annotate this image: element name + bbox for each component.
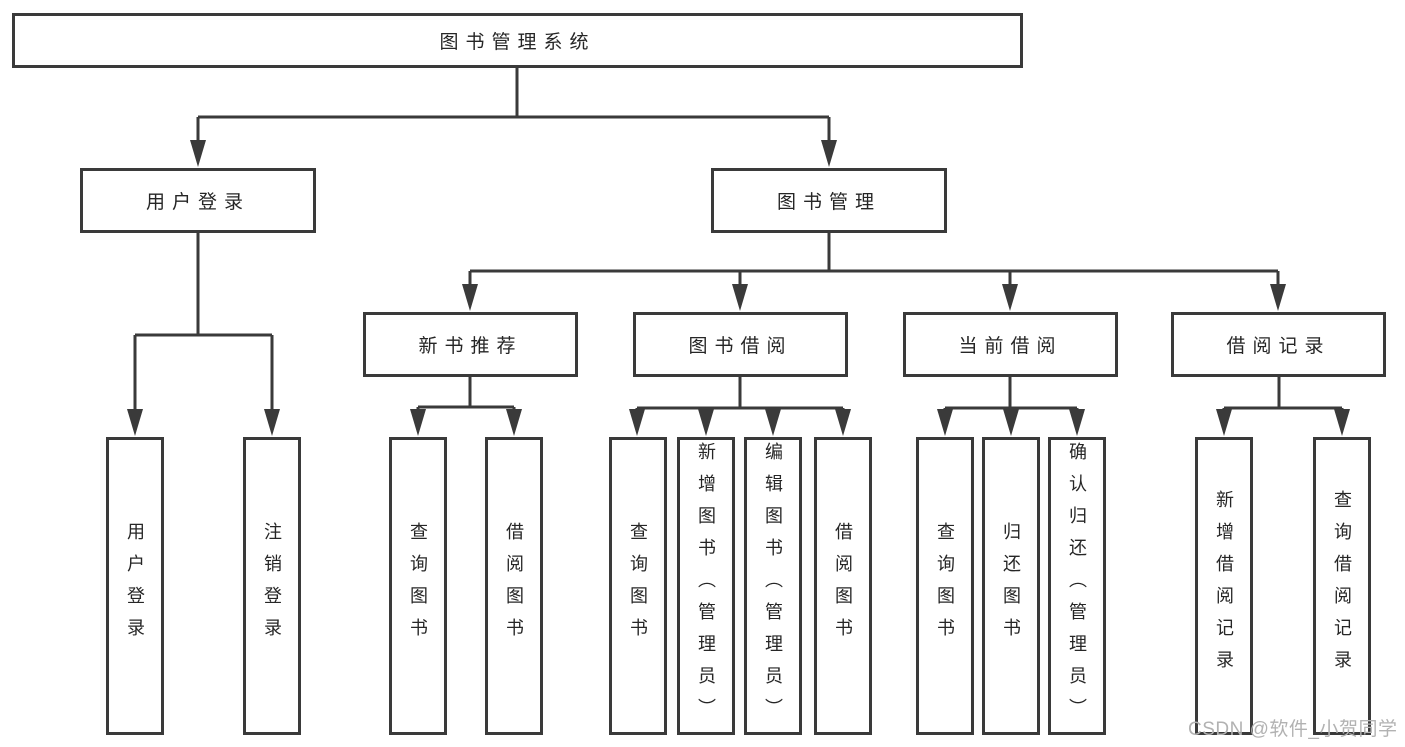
leaf-nb-query-books: 查询图书	[389, 437, 447, 735]
leaf-nb-borrow-books: 借阅图书	[485, 437, 543, 735]
node-new-book-recommend: 新书推荐	[363, 312, 578, 377]
arrow-down-icon	[462, 284, 478, 311]
arrow-down-icon	[835, 409, 851, 436]
leaf-cb-query-books-label: 查询图书	[935, 522, 955, 650]
arrow-down-icon	[1216, 409, 1232, 436]
arrow-down-icon	[506, 409, 522, 436]
arrow-down-icon	[1270, 284, 1286, 311]
arrow-down-icon	[410, 409, 426, 436]
leaf-cb-return-books-label: 归还图书	[1001, 522, 1021, 650]
leaf-br-add-record-label: 新增借阅记录	[1214, 490, 1234, 682]
node-current-borrow-label: 当前借阅	[958, 336, 1063, 357]
leaf-br-query-record-label: 查询借阅记录	[1332, 490, 1352, 682]
leaf-nb-borrow-books-label: 借阅图书	[504, 522, 524, 650]
arrow-down-icon	[264, 409, 280, 436]
arrow-down-icon	[937, 409, 953, 436]
arrow-down-icon	[698, 409, 714, 436]
leaf-nb-query-books-label: 查询图书	[408, 522, 428, 650]
arrow-down-icon	[127, 409, 143, 436]
node-user-login: 用户登录	[80, 168, 316, 233]
node-book-borrow: 图书借阅	[633, 312, 848, 377]
leaf-bb-edit-books-admin-label: 编辑图书（管理员）	[763, 442, 783, 730]
leaf-user-login-label: 用户登录	[125, 522, 145, 650]
arrow-down-icon	[1069, 409, 1085, 436]
node-new-book-recommend-label: 新书推荐	[418, 336, 523, 357]
arrowheads	[127, 140, 1350, 436]
arrow-down-icon	[629, 409, 645, 436]
arrow-down-icon	[732, 284, 748, 311]
leaf-cb-confirm-return-admin: 确认归还（管理员）	[1048, 437, 1106, 735]
leaf-bb-query-books-label: 查询图书	[628, 522, 648, 650]
leaf-cb-confirm-return-admin-label: 确认归还（管理员）	[1067, 442, 1087, 730]
arrow-down-icon	[190, 140, 206, 167]
csdn-watermark: CSDN @软件_小贺同学	[1188, 719, 1398, 740]
arrow-down-icon	[765, 409, 781, 436]
node-book-management: 图书管理	[711, 168, 947, 233]
node-current-borrow: 当前借阅	[903, 312, 1118, 377]
leaf-bb-add-books-admin-label: 新增图书（管理员）	[696, 442, 716, 730]
leaf-bb-borrow-books-label: 借阅图书	[833, 522, 853, 650]
leaf-logout-label: 注销登录	[262, 522, 282, 650]
node-book-management-label: 图书管理	[776, 192, 881, 213]
node-user-login-label: 用户登录	[145, 192, 250, 213]
leaf-cb-return-books: 归还图书	[982, 437, 1040, 735]
leaf-bb-query-books: 查询图书	[609, 437, 667, 735]
node-borrow-records-label: 借阅记录	[1226, 336, 1331, 357]
arrow-down-icon	[1003, 409, 1019, 436]
node-root: 图书管理系统	[12, 13, 1023, 68]
leaf-cb-query-books: 查询图书	[916, 437, 974, 735]
arrow-down-icon	[821, 140, 837, 167]
node-borrow-records: 借阅记录	[1171, 312, 1386, 377]
arrow-down-icon	[1334, 409, 1350, 436]
leaf-bb-add-books-admin: 新增图书（管理员）	[677, 437, 735, 735]
node-book-borrow-label: 图书借阅	[688, 336, 793, 357]
node-root-label: 图书管理系统	[439, 32, 596, 53]
arrow-down-icon	[1002, 284, 1018, 311]
leaf-user-login: 用户登录	[106, 437, 164, 735]
leaf-bb-edit-books-admin: 编辑图书（管理员）	[744, 437, 802, 735]
leaf-bb-borrow-books: 借阅图书	[814, 437, 872, 735]
leaf-logout: 注销登录	[243, 437, 301, 735]
leaf-br-query-record: 查询借阅记录	[1313, 437, 1371, 735]
leaf-br-add-record: 新增借阅记录	[1195, 437, 1253, 735]
